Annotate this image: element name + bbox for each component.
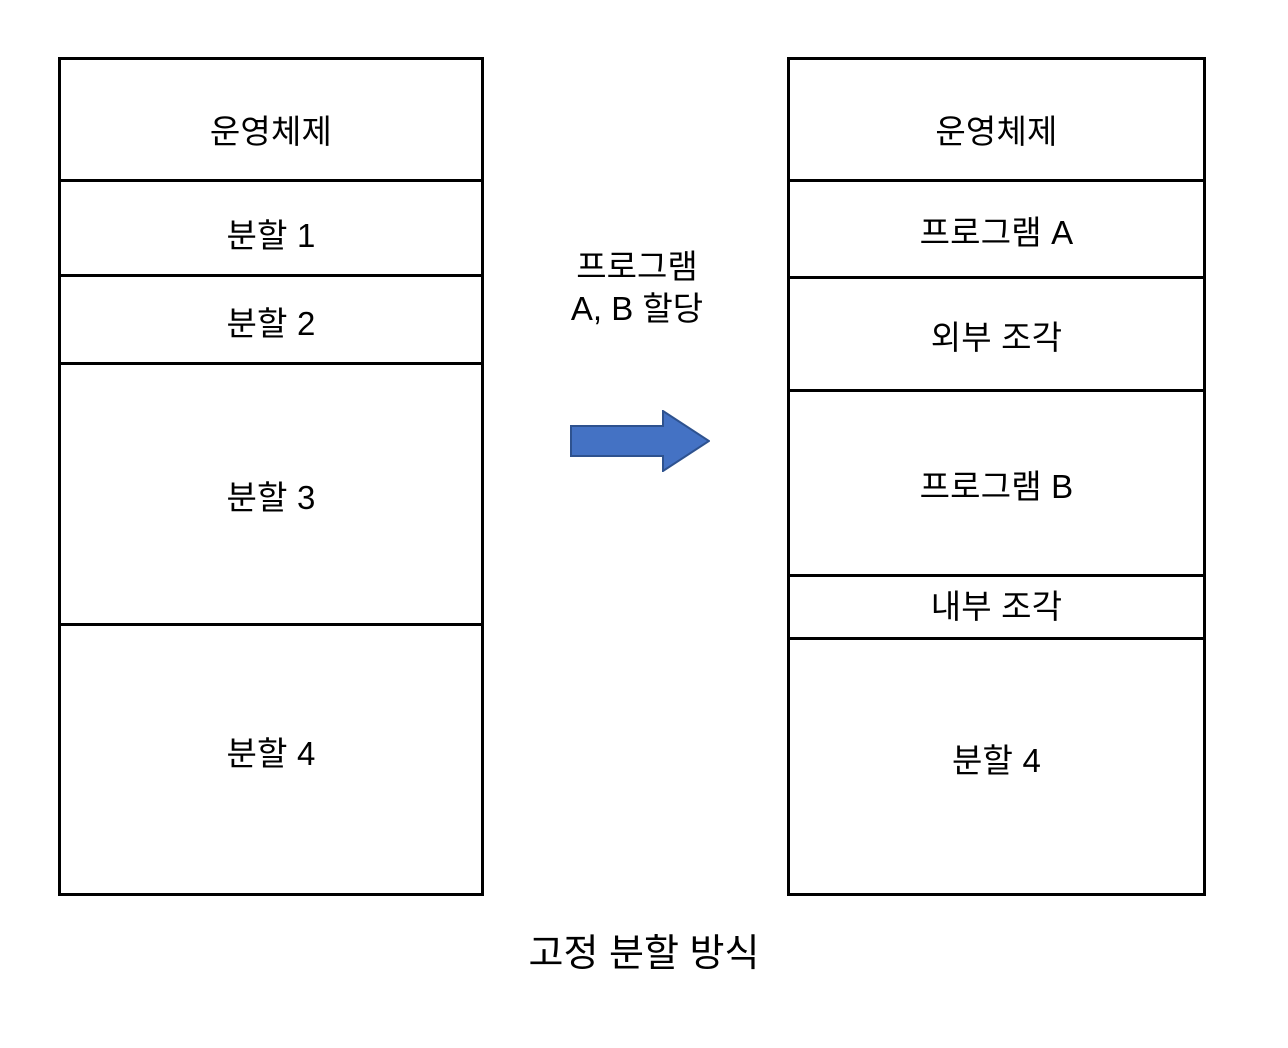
memory-block-partition-2: 분할 2 (61, 274, 481, 362)
memory-block-label: 분할 4 (226, 734, 316, 772)
memory-block-label: 분할 2 (226, 304, 316, 342)
memory-block-label: 프로그램 A (919, 214, 1074, 252)
arrow-right-icon (570, 410, 710, 472)
memory-block-program-a: 프로그램 A (790, 179, 1203, 276)
memory-block-partition-1: 분할 1 (61, 179, 481, 274)
memory-block-partition-4: 분할 4 (61, 623, 481, 893)
memory-block-label: 외부 조각 (930, 319, 1063, 357)
memory-block-label: 분할 4 (951, 741, 1042, 779)
memory-block-os-after: 운영체제 (790, 60, 1203, 179)
memory-block-label: 분할 3 (226, 479, 316, 517)
memory-block-internal-fragment: 내부 조각 (790, 574, 1203, 637)
memory-block-partition-3: 분할 3 (61, 362, 481, 623)
memory-column-before: 운영체제 분할 1 분할 2 분할 3 분할 4 (58, 57, 484, 896)
transition-group: 프로그램 A, B 할당 (494, 246, 780, 496)
memory-column-after: 운영체제 프로그램 A 외부 조각 프로그램 B 내부 조각 분할 4 (787, 57, 1206, 896)
memory-block-partition-4-after: 분할 4 (790, 637, 1203, 893)
memory-block-label: 프로그램 B (919, 468, 1074, 506)
memory-block-os-before: 운영체제 (61, 60, 481, 179)
memory-block-external-fragment: 외부 조각 (790, 276, 1203, 389)
memory-block-label: 내부 조각 (930, 588, 1063, 626)
memory-block-program-b: 프로그램 B (790, 389, 1203, 574)
memory-block-label: 운영체제 (935, 112, 1058, 150)
diagram-caption: 고정 분할 방식 (528, 933, 760, 975)
memory-block-label: 운영체제 (209, 112, 333, 150)
transition-label: 프로그램 A, B 할당 (570, 248, 704, 328)
memory-block-label: 분할 1 (226, 217, 316, 255)
